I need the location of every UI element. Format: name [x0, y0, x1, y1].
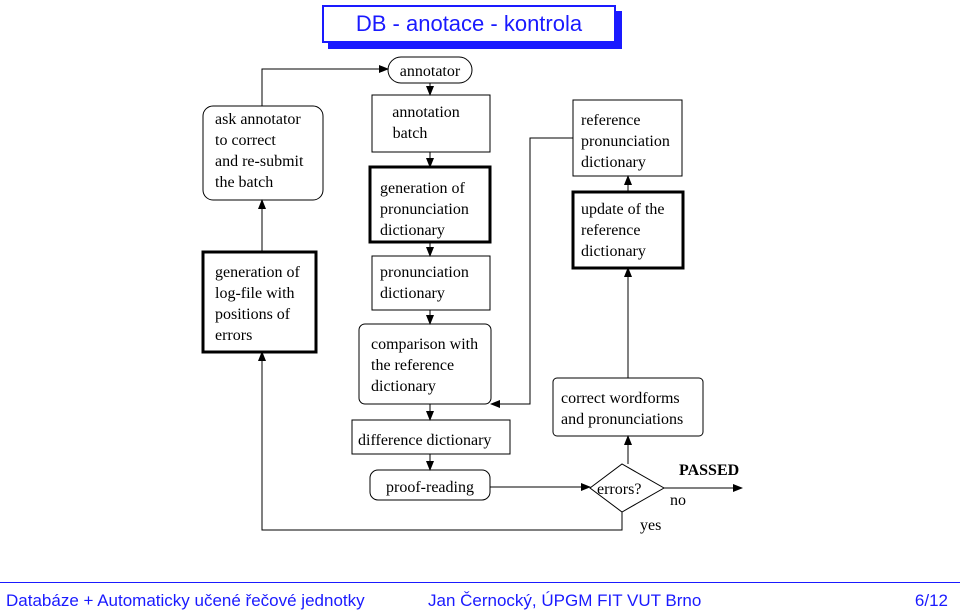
ask-line-4: the batch: [215, 174, 273, 191]
svg-text:reference pronunciation: reference pronunciation dictionary: [581, 112, 674, 171]
comparison-line-1: comparison with: [371, 336, 478, 353]
update-line-2: reference: [581, 222, 641, 239]
title-box: DB - anotace - kontrola: [322, 5, 616, 43]
gen-pron-line-2: pronunciation: [380, 201, 469, 218]
svg-text:generation of pronunciatio: generation of pronunciation dictionary: [380, 180, 473, 239]
difference-label: difference dictionary: [358, 432, 491, 449]
comparison-line-2: the reference: [371, 357, 454, 374]
arrow-ask-annotator: [261, 65, 389, 106]
ask-line-3: and re-submit: [215, 153, 304, 170]
comparison-box: [358, 323, 492, 405]
annotator-label: annotator: [400, 63, 461, 80]
footer-course: Databáze + Automaticky učené řečové jedn…: [6, 591, 365, 610]
svg-text:update of the reference: update of the reference dictionary: [581, 201, 669, 260]
gen-pron-line-3: dictionary: [380, 222, 445, 239]
pron-dict-line-1: pronunciation: [380, 264, 469, 281]
logfile-line-2: log-file with: [215, 285, 295, 302]
svg-text:ask annotator to correct: ask annotator to correct and re-submit t…: [215, 111, 307, 191]
yes-label: yes: [640, 517, 661, 534]
correct-line-1: correct wordforms: [561, 390, 680, 407]
logfile-line-1: generation of: [215, 264, 301, 281]
flowchart: annotator annotation batch generation of…: [201, 56, 743, 534]
errors-label: errors?: [597, 481, 641, 498]
update-line-3: dictionary: [581, 243, 646, 260]
svg-text:correct wordforms and pron: correct wordforms and pronunciations: [561, 390, 684, 428]
footer-bar: Databáze + Automaticky učené řečové jedn…: [0, 582, 960, 615]
ref-dict-line-1: reference: [581, 112, 641, 129]
gen-pron-line-1: generation of: [380, 180, 466, 197]
footer-author: Jan Černocký, ÚPGM FIT VUT Brno: [428, 591, 702, 610]
pron-dict-line-2: dictionary: [380, 285, 445, 302]
batch-line-1: annotation: [392, 104, 460, 121]
correct-line-2: and pronunciations: [561, 411, 683, 428]
ask-line-2: to correct: [215, 132, 276, 149]
ref-dict-line-3: dictionary: [581, 154, 646, 171]
arrow-reference-comparison: [490, 137, 573, 408]
ref-dict-line-2: pronunciation: [581, 133, 670, 150]
update-line-1: update of the: [581, 201, 665, 218]
proof-reading-label: proof-reading: [386, 479, 474, 496]
comparison-line-3: dictionary: [371, 378, 436, 395]
ask-line-1: ask annotator: [215, 111, 301, 128]
svg-text:annotation batch: annotation batch: [392, 104, 464, 142]
no-label: no: [670, 492, 686, 509]
page-title: DB - anotace - kontrola: [355, 11, 583, 36]
svg-text:generation of log-file wit: generation of log-file with positions of…: [215, 264, 304, 344]
logfile-line-3: positions of: [215, 306, 291, 323]
batch-line-2: batch: [393, 125, 428, 142]
passed-label: PASSED: [679, 462, 739, 479]
arrow-errors-logfile: [258, 351, 623, 531]
footer-page-number: 6/12: [914, 591, 948, 610]
svg-text:comparison with the refere: comparison with the reference dictionary: [371, 336, 482, 395]
logfile-line-4: errors: [215, 327, 252, 344]
svg-text:pronunciation dictionary: pronunciation dictionary: [380, 264, 473, 302]
